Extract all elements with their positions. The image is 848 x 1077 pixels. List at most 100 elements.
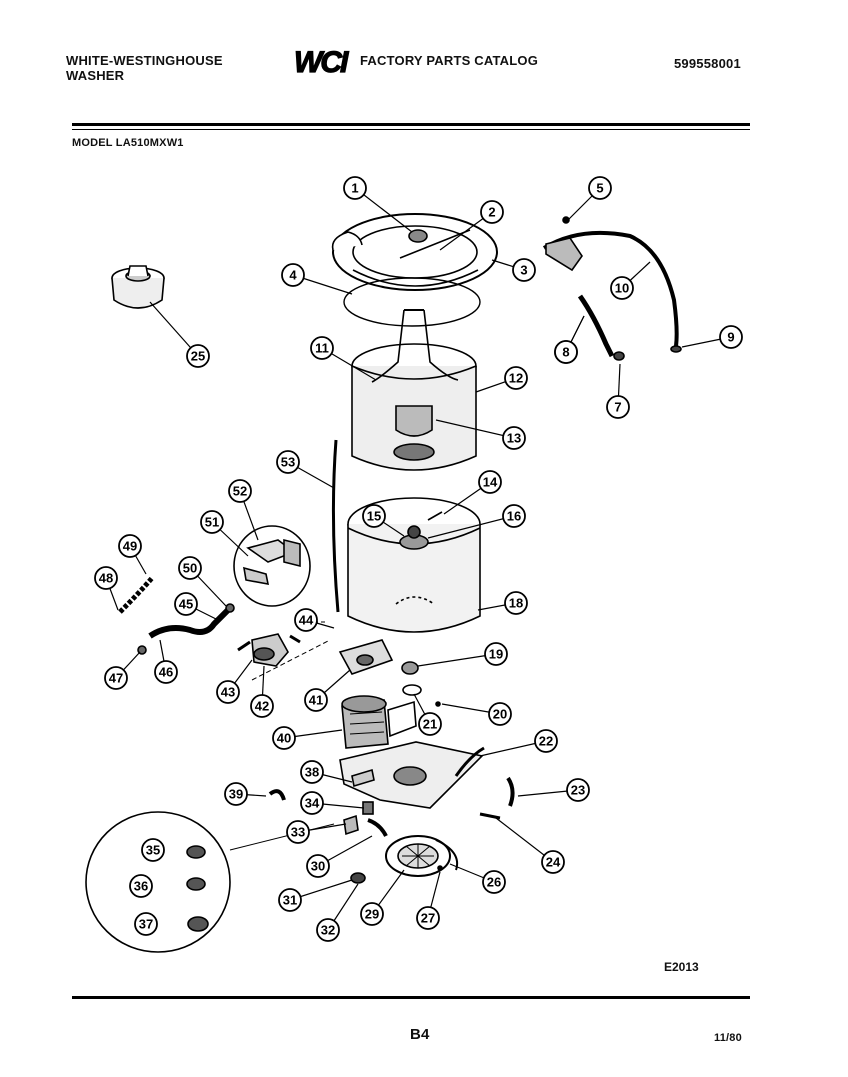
callout-circle-40 <box>272 726 296 750</box>
callout-number-18: 18 <box>509 596 523 611</box>
callout-number-11: 11 <box>315 341 329 356</box>
callout-circle-33 <box>286 820 310 844</box>
callout-1: 1 <box>343 176 367 200</box>
part-44-50-drain-hoses-drawing <box>118 576 331 681</box>
callout-52: 52 <box>228 479 252 503</box>
callout-16: 16 <box>502 504 526 528</box>
callout-number-32: 32 <box>321 923 335 938</box>
callout-22: 22 <box>534 729 558 753</box>
brand-line-2: WASHER <box>66 68 125 83</box>
wci-logo: WCI <box>293 45 351 78</box>
callout-number-27: 27 <box>421 911 435 926</box>
callout-number-26: 26 <box>487 875 501 890</box>
callout-circle-50 <box>178 556 202 580</box>
callout-circle-21 <box>418 712 442 736</box>
callout-circle-35 <box>141 838 165 862</box>
callout-4: 4 <box>281 263 305 287</box>
callout-40: 40 <box>272 726 296 750</box>
callout-45: 45 <box>174 592 198 616</box>
wci-logo-text: WCI <box>294 46 349 78</box>
callout-5: 5 <box>588 176 612 200</box>
part-35-37-fasteners-inset-drawing <box>85 811 335 953</box>
header-rule-thin <box>72 129 750 130</box>
callout-24: 24 <box>541 850 565 874</box>
leader-line-24 <box>495 817 554 863</box>
callout-13: 13 <box>502 426 526 450</box>
callout-41: 41 <box>304 688 328 712</box>
callout-3: 3 <box>512 258 536 282</box>
callout-circle-44 <box>294 608 318 632</box>
leader-line-13 <box>435 419 515 439</box>
leader-line-25 <box>149 301 199 357</box>
drawing-code: E2013 <box>664 960 699 974</box>
callout-10: 10 <box>610 276 634 300</box>
callout-circle-18 <box>504 591 528 615</box>
part-23-24-39-springs-drawing <box>268 776 515 820</box>
callout-circle-46 <box>154 660 178 684</box>
callout-48: 48 <box>94 566 118 590</box>
callout-number-45: 45 <box>179 597 193 612</box>
header-rule-thick <box>72 123 750 126</box>
callout-21: 21 <box>418 712 442 736</box>
callout-circle-12 <box>504 366 528 390</box>
callout-53: 53 <box>276 450 300 474</box>
callout-number-49: 49 <box>123 539 137 554</box>
callout-number-20: 20 <box>493 707 507 722</box>
callout-number-30: 30 <box>311 859 325 874</box>
part-40-motor-drawing <box>341 695 417 749</box>
callout-circle-51 <box>200 510 224 534</box>
callout-circle-47 <box>104 666 128 690</box>
callout-circle-42 <box>250 694 274 718</box>
callout-30: 30 <box>306 854 330 878</box>
callout-number-12: 12 <box>509 371 523 386</box>
callout-9: 9 <box>719 325 743 349</box>
callout-number-52: 52 <box>233 484 247 499</box>
callout-circle-20 <box>488 702 512 726</box>
catalog-number: 599558001 <box>674 56 741 71</box>
callout-43: 43 <box>216 680 240 704</box>
callout-number-8: 8 <box>562 345 569 360</box>
callout-27: 27 <box>416 906 440 930</box>
callout-44: 44 <box>294 608 318 632</box>
callout-circle-41 <box>304 688 328 712</box>
part-51-52-pump-drawing <box>233 525 311 607</box>
callout-number-42: 42 <box>255 699 269 714</box>
callout-12: 12 <box>504 366 528 390</box>
callout-32: 32 <box>316 918 340 942</box>
callout-circle-32 <box>316 918 340 942</box>
callout-circle-45 <box>174 592 198 616</box>
callout-31: 31 <box>278 888 302 912</box>
part-53-hose-drawing <box>331 439 340 613</box>
page-number: B4 <box>410 1026 430 1043</box>
callout-39: 39 <box>224 782 248 806</box>
callout-29: 29 <box>360 902 384 926</box>
callout-number-3: 3 <box>520 263 527 278</box>
part-25-cap-drawing <box>111 265 165 309</box>
part-5-10-fill-hose-drawing <box>542 216 682 361</box>
callout-number-23: 23 <box>571 783 585 798</box>
callout-circle-19 <box>484 642 508 666</box>
callout-bubbles: 1234567891011121314151618192021222324252… <box>94 176 743 942</box>
callout-number-7: 7 <box>614 400 621 415</box>
callout-50: 50 <box>178 556 202 580</box>
callout-circle-22 <box>534 729 558 753</box>
callout-number-19: 19 <box>489 647 503 662</box>
callout-number-16: 16 <box>507 509 521 524</box>
callout-number-44: 44 <box>299 613 314 628</box>
callout-number-53: 53 <box>281 455 295 470</box>
callout-number-34: 34 <box>305 796 320 811</box>
part-19-21-hardware-drawing <box>401 661 441 707</box>
callout-number-25: 25 <box>191 349 205 364</box>
callout-circle-29 <box>360 902 384 926</box>
callout-26: 26 <box>482 870 506 894</box>
callout-33: 33 <box>286 820 310 844</box>
callout-19: 19 <box>484 642 508 666</box>
callout-46: 46 <box>154 660 178 684</box>
part-11-13-inner-basket-drawing <box>351 309 477 471</box>
callout-circle-49 <box>118 534 142 558</box>
callout-circle-36 <box>129 874 153 898</box>
callout-circle-27 <box>416 906 440 930</box>
callout-circle-14 <box>478 470 502 494</box>
callout-circle-4 <box>281 263 305 287</box>
